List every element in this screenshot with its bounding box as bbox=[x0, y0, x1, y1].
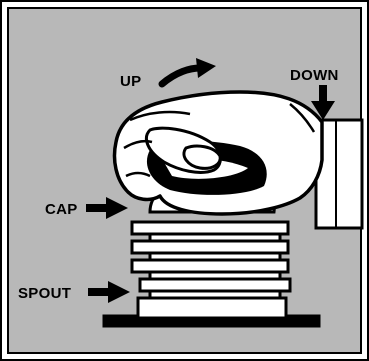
down-label: DOWN bbox=[290, 67, 339, 84]
spout-neck bbox=[138, 298, 286, 318]
spout-rib-2 bbox=[132, 241, 288, 253]
spout-rib-4 bbox=[140, 279, 290, 291]
spout-label: SPOUT bbox=[18, 285, 71, 302]
spout-rib-1 bbox=[132, 222, 288, 234]
cap-label: CAP bbox=[45, 201, 78, 218]
thumbnail bbox=[184, 146, 220, 168]
up-label: UP bbox=[120, 73, 141, 90]
hand bbox=[115, 92, 323, 214]
spout-rib-3 bbox=[132, 260, 288, 272]
